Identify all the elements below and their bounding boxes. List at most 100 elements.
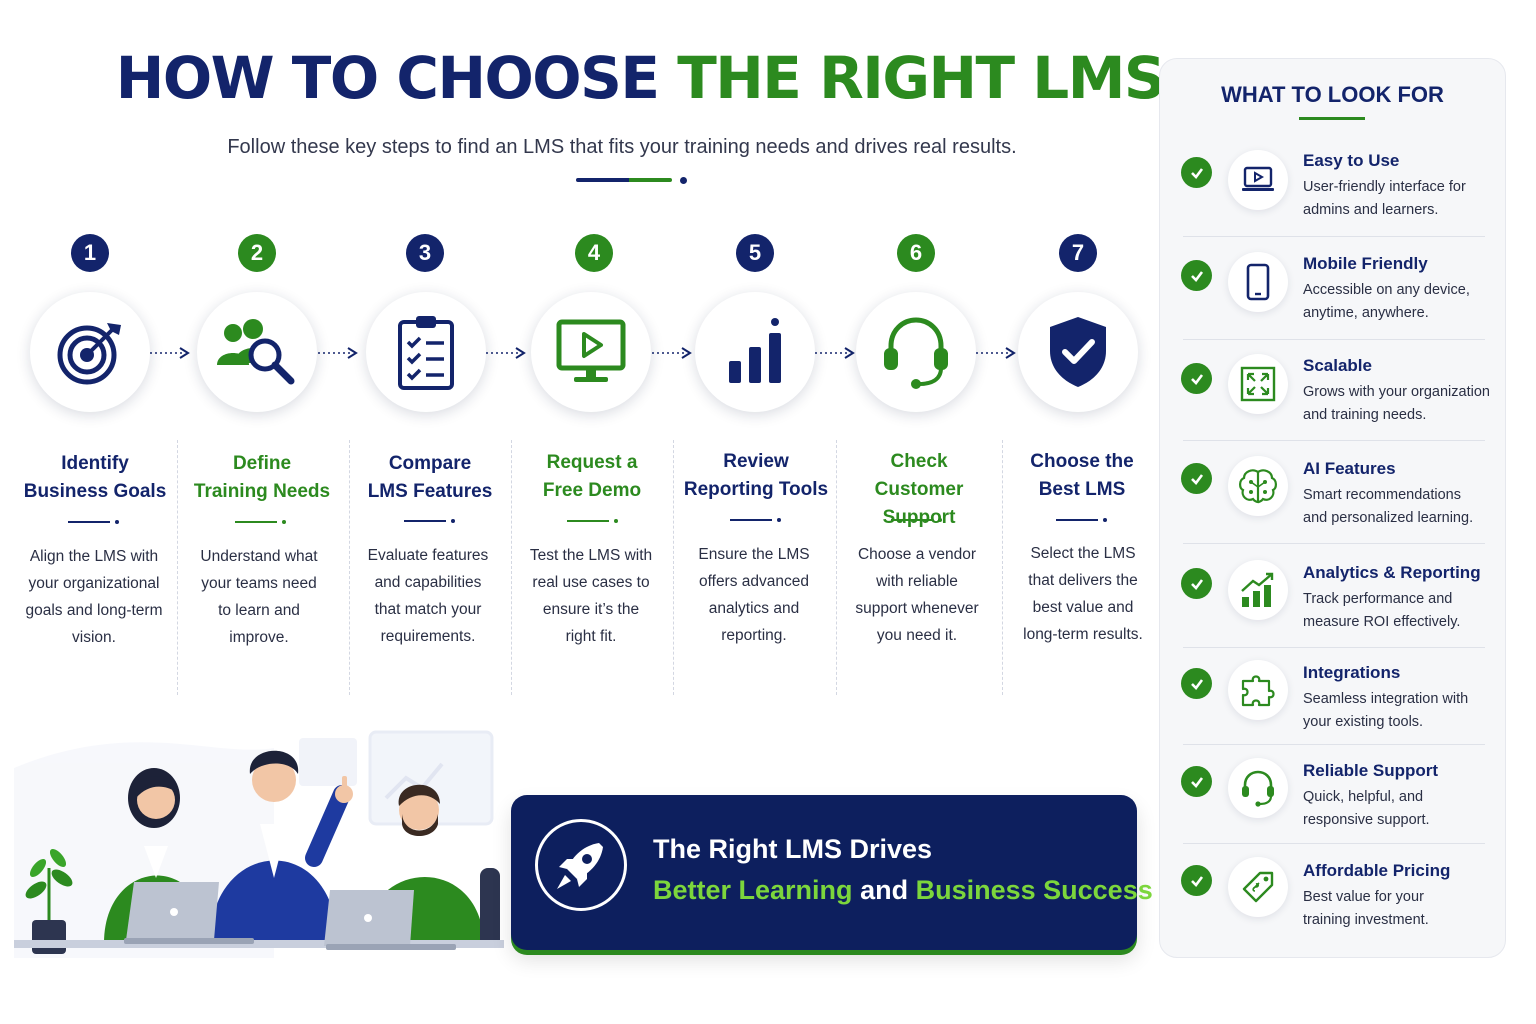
step-3-arrow-icon	[486, 347, 526, 359]
check-icon	[1181, 865, 1212, 896]
step-divider	[511, 440, 512, 695]
step-2-underline	[235, 519, 291, 525]
what-to-look-for-panel	[1159, 58, 1506, 958]
step-7-title-line-2: Best LMS	[1038, 479, 1126, 500]
puzzle-icon	[1241, 675, 1275, 707]
feature-title: Integrations	[1303, 663, 1401, 682]
step-5-number-badge: 5	[736, 234, 774, 272]
feature-desc-line: anytime, anywhere.	[1303, 305, 1429, 321]
banner-connector: and	[860, 875, 909, 905]
target-icon	[57, 323, 121, 385]
step-3-title-line-1: Compare	[388, 453, 472, 474]
feature-title: Analytics & Reporting	[1303, 563, 1481, 582]
feature-desc-line: Smart recommendations	[1303, 487, 1461, 503]
check-icon	[1181, 668, 1212, 699]
panel-title-underline	[1299, 117, 1365, 120]
step-1-icon-circle	[30, 292, 150, 412]
expand-icon	[1240, 366, 1276, 402]
step-6-desc-line: support whenever	[855, 600, 979, 617]
step-1-desc-line: Align the LMS with	[29, 548, 159, 565]
step-3-desc-line: and capabilities	[374, 574, 482, 591]
feature-description: Grows with your organization and training…	[1303, 381, 1498, 427]
feature-desc-line: your existing tools.	[1303, 714, 1424, 730]
team-illustration	[14, 730, 504, 958]
step-4-desc-line: real use cases to	[532, 574, 650, 591]
step-divider	[673, 440, 674, 695]
step-7-title: Choose the Best LMS	[1002, 448, 1162, 504]
step-6-title-line-1: Check	[890, 451, 948, 472]
check-icon	[1181, 363, 1212, 394]
check-icon	[1181, 766, 1212, 797]
step-divider	[177, 440, 178, 695]
check-icon	[1181, 463, 1212, 494]
feature-separator	[1183, 543, 1485, 544]
feature-separator	[1183, 843, 1485, 844]
step-5-description: Ensure the LMS offers advanced analytics…	[674, 541, 834, 649]
banner-subheadline: Better Learning and Business Success	[653, 875, 1153, 906]
feature-desc-line: Quick, helpful, and	[1303, 789, 1424, 805]
step-6-title: Check Customer Support	[838, 448, 1000, 532]
step-5-title: Review Reporting Tools	[676, 448, 836, 504]
feature-desc-line: measure ROI effectively.	[1303, 614, 1461, 630]
step-3-desc-line: Evaluate features	[367, 547, 489, 564]
feature-desc-line: and training needs.	[1303, 407, 1427, 423]
step-2-arrow-icon	[318, 347, 358, 359]
rocket-icon	[557, 843, 603, 889]
step-7-description: Select the LMS that delivers the best va…	[1002, 540, 1164, 648]
feature-separator	[1183, 440, 1485, 441]
step-2-title: Define Training Needs	[182, 450, 342, 506]
step-5-icon-circle	[695, 292, 815, 412]
feature-desc-line: Grows with your organization	[1303, 384, 1490, 400]
step-6-desc-line: Choose a vendor	[857, 546, 977, 563]
step-7-desc-line: that delivers the	[1028, 572, 1138, 589]
step-5-desc-line: offers advanced	[698, 573, 809, 590]
step-1-title-line-2: Business Goals	[23, 481, 167, 502]
step-5-desc-line: reporting.	[721, 627, 787, 644]
check-icon	[1181, 260, 1212, 291]
title-part-2: THE RIGHT LMS	[677, 44, 1166, 112]
feature-desc-line: User-friendly interface for	[1303, 179, 1466, 195]
step-6-description: Choose a vendor with reliable support wh…	[837, 541, 997, 649]
step-3-icon-circle	[366, 292, 486, 412]
feature-description: Quick, helpful, and responsive support.	[1303, 786, 1498, 832]
step-5-arrow-icon	[815, 347, 855, 359]
step-5-desc-line: analytics and	[708, 600, 800, 617]
checklist-icon	[398, 316, 454, 390]
feature-separator	[1183, 339, 1485, 340]
step-4-title: Request a Free Demo	[512, 449, 672, 505]
step-7-desc-line: best value and	[1032, 599, 1134, 616]
step-4-arrow-icon	[652, 347, 692, 359]
feature-icon-circle	[1228, 758, 1288, 818]
feature-desc-line: and personalized learning.	[1303, 510, 1474, 526]
step-2-icon-circle	[197, 292, 317, 412]
check-icon	[1181, 568, 1212, 599]
step-1-desc-line: goals and long-term	[25, 602, 163, 619]
team-search-icon	[217, 319, 295, 385]
step-2-title-line-2: Training Needs	[193, 481, 331, 502]
monitor-play-icon	[556, 319, 626, 382]
step-4-desc-line: Test the LMS with	[529, 547, 653, 564]
step-7-desc-line: Select the LMS	[1030, 545, 1136, 562]
banner-highlight-1: Better Learning	[653, 875, 853, 905]
step-4-desc-line: right fit.	[565, 628, 617, 645]
laptop-play-icon	[1242, 166, 1274, 191]
feature-icon-circle	[1228, 660, 1288, 720]
step-4-icon-circle	[531, 292, 651, 412]
step-5-title-line-1: Review	[723, 451, 789, 472]
step-divider	[836, 440, 837, 695]
step-1-arrow-icon	[150, 347, 190, 359]
subtitle-underline	[576, 178, 672, 182]
growth-chart-icon	[1241, 572, 1274, 607]
feature-icon-circle	[1228, 354, 1288, 414]
shield-check-icon	[1050, 317, 1106, 387]
smartphone-icon	[1246, 263, 1270, 301]
feature-desc-line: Best value for your	[1303, 889, 1424, 905]
headset-icon	[884, 317, 948, 389]
step-7-desc-line: long-term results.	[1023, 626, 1143, 643]
feature-title: Mobile Friendly	[1303, 254, 1428, 273]
feature-desc-line: responsive support.	[1303, 812, 1430, 828]
step-1-description: Align the LMS with your organizational g…	[14, 543, 174, 651]
price-tag-icon	[1242, 871, 1274, 903]
